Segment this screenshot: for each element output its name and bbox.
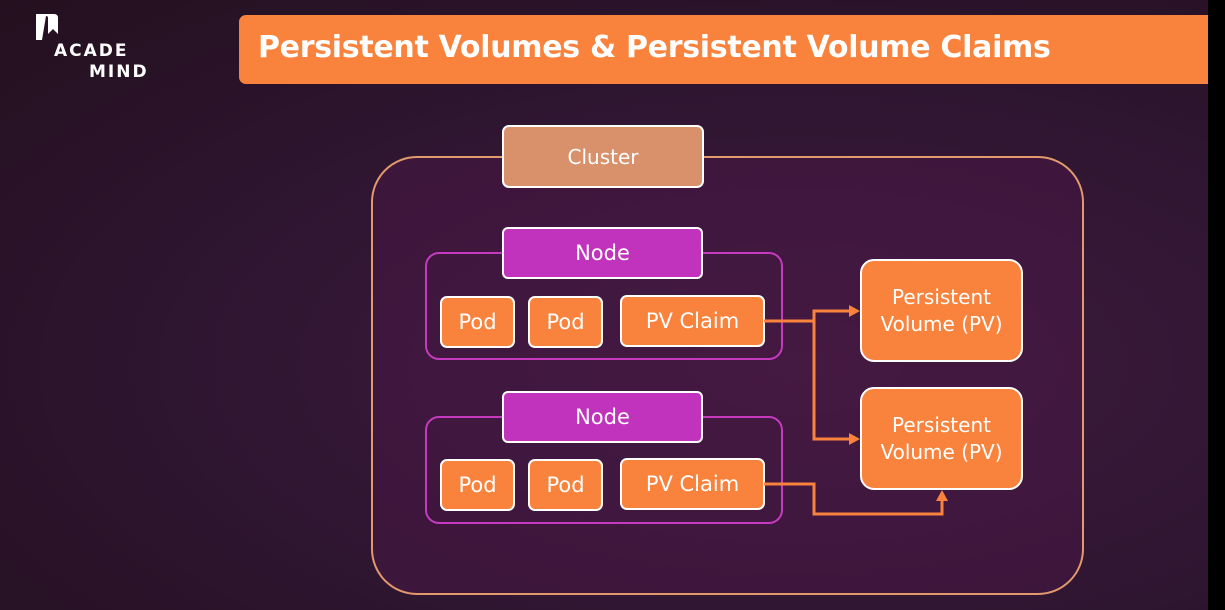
logo-text-line2: MIND bbox=[89, 62, 149, 82]
pod-box: Pod bbox=[440, 296, 515, 348]
node-label: Node bbox=[502, 391, 703, 443]
arrow-claim1-pv2 bbox=[812, 321, 850, 441]
arrowhead bbox=[849, 305, 860, 317]
pv-label-line2: Volume (PV) bbox=[880, 439, 1003, 464]
logo-text-line1: ACADE bbox=[54, 41, 129, 61]
academind-logo: ACADE MIND bbox=[34, 12, 164, 84]
persistent-volume-box: Persistent Volume (PV) bbox=[860, 259, 1023, 362]
arrow-claim2-pv2 bbox=[764, 482, 944, 516]
arrow-claim1-pv1 bbox=[764, 309, 850, 323]
screen-edge bbox=[1208, 0, 1225, 610]
arrowhead bbox=[936, 490, 948, 501]
cluster-label: Cluster bbox=[502, 125, 704, 188]
pv-label-line1: Persistent bbox=[892, 284, 991, 309]
logo-bookmark-icon bbox=[36, 14, 58, 40]
pod-box: Pod bbox=[440, 459, 515, 511]
cluster-frame bbox=[371, 156, 1084, 595]
arrowhead bbox=[849, 433, 860, 445]
pv-claim-box: PV Claim bbox=[620, 458, 765, 510]
pv-label-line2: Volume (PV) bbox=[880, 311, 1003, 336]
pod-box: Pod bbox=[528, 296, 603, 348]
pv-claim-box: PV Claim bbox=[620, 295, 765, 347]
slide-title: Persistent Volumes & Persistent Volume C… bbox=[258, 30, 1051, 65]
title-banner: Persistent Volumes & Persistent Volume C… bbox=[239, 15, 1208, 84]
pv-label-line1: Persistent bbox=[892, 412, 991, 437]
pod-box: Pod bbox=[528, 459, 603, 511]
persistent-volume-box: Persistent Volume (PV) bbox=[860, 387, 1023, 490]
node-label: Node bbox=[502, 227, 703, 279]
